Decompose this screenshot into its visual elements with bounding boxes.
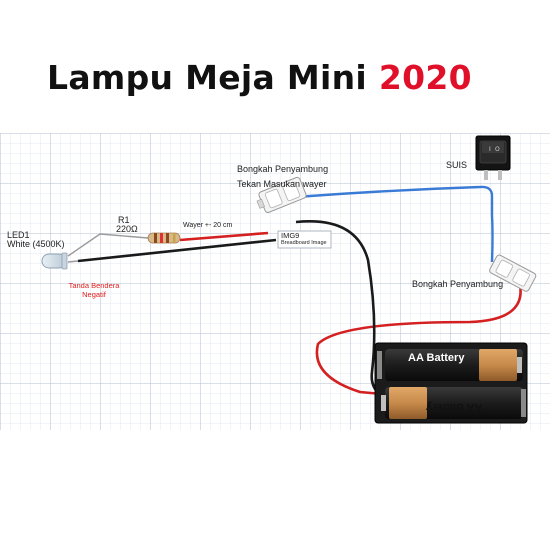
resistor-name-label: R1 (118, 215, 130, 225)
red-wire-resistor (179, 231, 269, 242)
flag-note-line2: Negatif (82, 290, 106, 299)
page-title: Lampu Meja Mini 2020 (47, 58, 472, 97)
battery-holder (374, 342, 528, 424)
switch-label: SUIS (446, 160, 468, 170)
resistor-lead-left (67, 233, 149, 257)
connector-top-sublabel: Tekan Masukan wayer (237, 179, 327, 189)
connector-top (256, 176, 307, 213)
battery-label-1: AA Battery (408, 352, 465, 364)
flag-note-line1: Tanda Bendera (68, 281, 120, 290)
connector-top-label: Bongkah Penyambung (237, 164, 329, 174)
title-main: Lampu Meja Mini (47, 58, 368, 97)
resistor (147, 232, 181, 244)
svg-text:O: O (495, 146, 500, 153)
img-tag-box (277, 230, 332, 249)
rocker-switch: I O (475, 135, 511, 180)
connector-right-label: Bongkah Penyambung (412, 279, 504, 289)
led-name-label: LED1 (7, 230, 30, 240)
blue-wire (295, 185, 494, 263)
red-wire-battery (315, 284, 522, 396)
led-type-label: White (4500K) (7, 239, 65, 249)
wire-length-label: Wayer +- 20 cm (183, 222, 233, 229)
led (41, 252, 68, 270)
battery-label-2: AA Battery (426, 401, 483, 413)
title-year: 2020 (378, 58, 472, 97)
resistor-value-label: 220Ω (116, 224, 138, 234)
img-tag-label: IMG9 (281, 231, 300, 240)
svg-text:I: I (489, 146, 491, 153)
img-tag-sublabel: Breadboard Image (281, 240, 327, 246)
black-wire-led (77, 238, 277, 263)
connector-right (489, 254, 537, 292)
led-lead-cathode (67, 260, 79, 263)
black-wire-battery (295, 220, 383, 398)
